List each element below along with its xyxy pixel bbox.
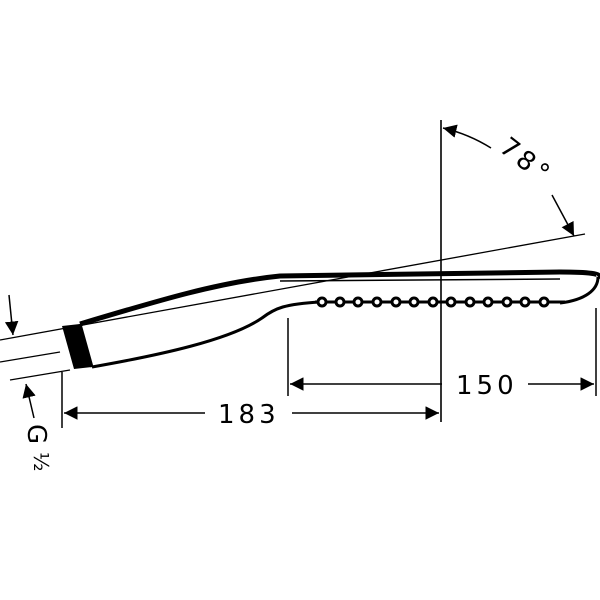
angle-value: 78° [494,132,558,191]
spray-face-length-value: 150 [456,371,518,401]
shower-axis-line [0,233,586,341]
spray-face-dimension: 150 [287,308,597,401]
spray-nozzles [315,296,565,308]
angle-dimension: 78° [442,124,575,237]
thread-label: G [21,424,51,448]
thread-dimension: G ½ [0,294,71,475]
thread-fraction: ½ [29,452,53,475]
thread-connector [62,324,92,369]
hand-shower-body [62,269,600,369]
overall-length-dimension: 183 [61,372,439,430]
overall-length-value: 183 [218,400,280,430]
